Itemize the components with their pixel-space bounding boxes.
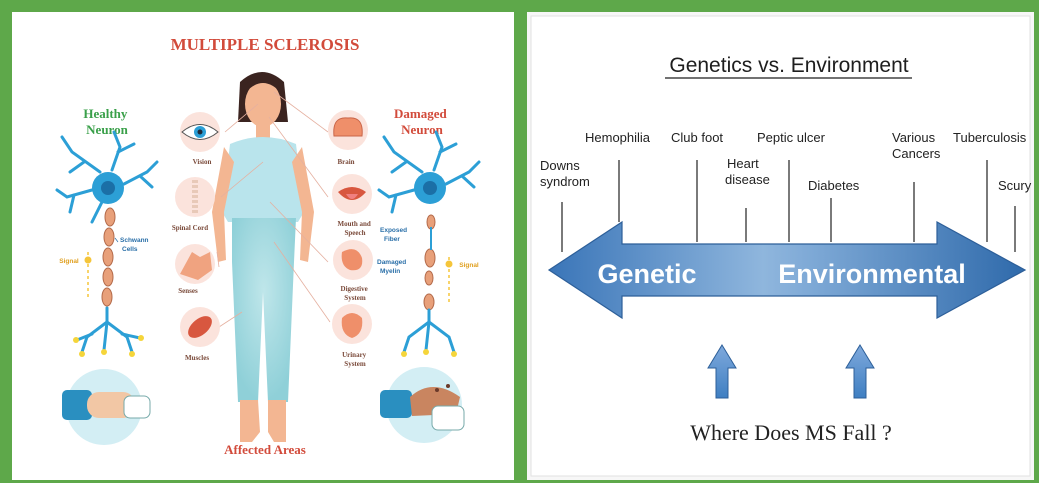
urinary-system-icon [332,304,372,344]
area-label-urinary: Urinary System [342,351,368,368]
mouth-speech-icon [332,174,372,214]
digestive-system-icon [333,240,373,280]
ms-infographic: MULTIPLE SCLEROSIS Healthy Neuron Damage… [12,12,514,480]
ms-title: MULTIPLE SCLEROSIS [171,35,360,54]
ms-infographic-panel: MULTIPLE SCLEROSIS Healthy Neuron Damage… [12,12,514,480]
genetics-environment-diagram: Genetics vs. Environment Downs syndrom H… [527,12,1034,480]
area-label-vision: Vision [193,158,212,166]
condition-label-downs-syndrom: Downs syndrom [540,158,590,189]
condition-label-club-foot: Club foot [671,130,723,145]
condition-label-hemophilia: Hemophilia [585,130,651,145]
genetics-environment-panel: Genetics vs. Environment Downs syndrom H… [527,12,1034,480]
affected-areas-label: Affected Areas [224,442,306,457]
spinal-cord-icon [175,177,215,217]
damaged-neuron-label: Damaged Neuron [394,106,450,137]
schwann-cells-label: Schwann Cells [120,237,150,253]
senses-hand-icon [175,244,215,284]
muscles-icon [180,307,220,347]
signal-label-left: Signal [59,258,79,265]
area-label-mouth-speech: Mouth and Speech [337,220,372,237]
area-label-senses: Senses [178,287,198,295]
damaged-handshake-icon [380,367,464,443]
healthy-neuron-label: Healthy Neuron [83,106,130,137]
condition-label-various-cancers: Various Cancers [892,130,941,161]
condition-label-tuberculosis: Tuberculosis [953,130,1027,145]
damaged-neuron-illustration: Signal Exposed Fiber Damaged Myelin [377,132,479,357]
area-label-digestive: Digestive System [341,285,370,302]
vision-eye-icon [180,112,220,152]
exposed-fiber-label: Exposed Fiber [380,227,409,243]
condition-label-scury: Scury [998,178,1032,193]
area-label-muscles: Muscles [185,354,209,362]
area-label-spinal-cord: Spinal Cord [172,224,208,232]
healthy-handshake-icon [62,369,150,445]
genetic-label: Genetic [597,259,696,289]
question-text: Where Does MS Fall ? [690,420,892,445]
healthy-neuron-illustration: Signal Schwann Cells [57,132,157,357]
area-label-brain: Brain [337,158,354,166]
environmental-label: Environmental [778,259,966,289]
condition-label-peptic-ulcer: Peptic ulcer [757,130,826,145]
brain-icon [328,110,368,150]
signal-label-right: Signal [459,262,479,269]
diagram-title: Genetics vs. Environment [669,54,908,77]
damaged-myelin-label: Damaged Myelin [377,259,408,275]
woman-figure [212,72,314,442]
condition-label-diabetes: Diabetes [808,178,860,193]
